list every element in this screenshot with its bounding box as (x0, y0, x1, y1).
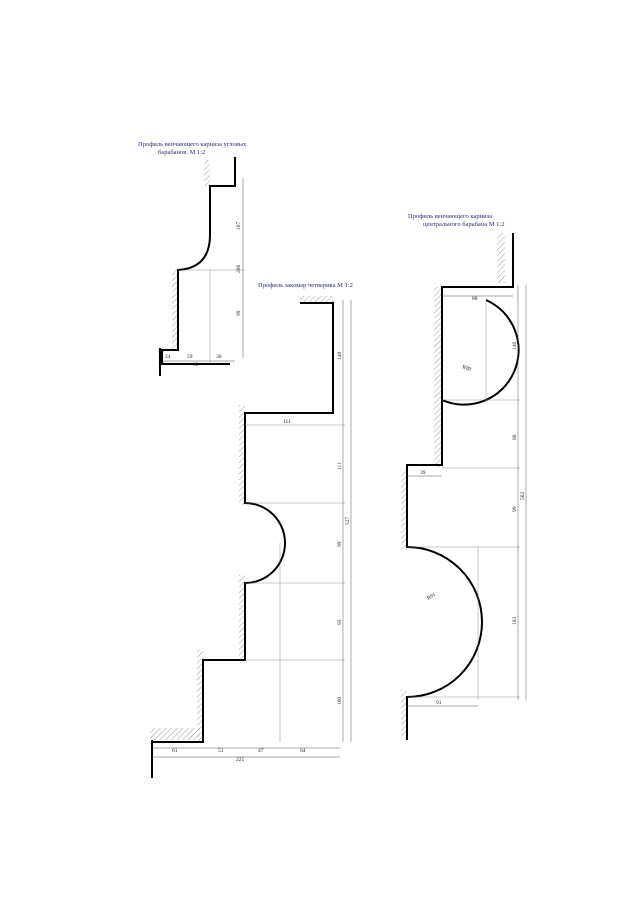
zakomar-dim-label: 61 (172, 748, 178, 754)
zakomar-hatch-top (300, 296, 333, 302)
zakomar-dim-label: 527 (345, 517, 351, 526)
zakomar-dim-label: 111 (337, 462, 343, 470)
corner-title-line1: Профиль венчающего карниза угловых (138, 141, 247, 148)
zakomar-profile-line (152, 302, 334, 743)
zakomar-dim-label: 225 (236, 757, 245, 763)
corner-dim-label: 206 (236, 265, 242, 274)
zakomar-title: Профиль закомар четверика М 1:2 (258, 282, 353, 289)
central-dim-label: 91 (436, 700, 442, 706)
central-title-line1: Профиль венчающего карниза (408, 213, 492, 220)
zakomar-hatch (239, 575, 245, 660)
central-dim-label: 99 (512, 506, 518, 512)
central-arc-small (441, 299, 520, 406)
central-title-line2: центрального барабана М 1:2 (423, 221, 505, 228)
zakomar-dim-label: 47 (258, 748, 264, 754)
corner-dim-label: 99 (236, 310, 242, 316)
zakomar-profile: 140 111 111 527 99 93 100 61 51 47 64 22… (150, 296, 352, 778)
corner-dim-label: 30 (216, 354, 222, 360)
zakomar-dim-label: 111 (283, 419, 291, 425)
central-hatch-bottom (401, 690, 407, 738)
zakomar-dim-label: 64 (300, 748, 306, 754)
central-dim-label: 80 (512, 434, 518, 440)
zakomar-hatch (197, 650, 203, 742)
central-dim-label: 140 (512, 342, 518, 351)
zakomar-dim-label: 140 (337, 352, 343, 361)
zakomar-dim-label: 99 (337, 541, 343, 547)
corner-hatch-top (204, 160, 210, 186)
zakomar-dim-label: 51 (218, 748, 224, 754)
zakomar-dim-label: 93 (337, 619, 343, 625)
corner-profile-line (161, 157, 236, 365)
zakomar-hatch (239, 405, 245, 505)
central-hatch-top (497, 233, 505, 283)
corner-title-line2: барабанов. М 1:2 (158, 149, 206, 156)
central-hatch (401, 470, 407, 550)
zakomar-dim-label: 100 (337, 697, 343, 706)
central-dim-label: 39 (420, 470, 426, 476)
central-profile-line (406, 233, 514, 740)
central-dim-label: R91 (426, 592, 437, 602)
central-dim-label: 88 (472, 296, 478, 302)
corner-dim-label: 107 (236, 222, 242, 231)
corner-dim-label: 83 (193, 362, 199, 368)
central-dim-label: 183 (512, 617, 518, 626)
corner-profile: 107 206 99 24 59 30 83 (158, 157, 245, 376)
zakomar-hatch-base (150, 728, 200, 740)
corner-dim-label: 24 (165, 354, 171, 360)
central-dim-label: 502 (520, 492, 526, 501)
corner-hatch-mid (172, 270, 178, 350)
central-hatch (434, 287, 442, 467)
central-dim-label: R80 (461, 364, 472, 373)
central-profile: 88 140 R80 80 502 39 99 R91 183 91 (401, 233, 527, 740)
corner-dim-label: 59 (187, 354, 193, 360)
